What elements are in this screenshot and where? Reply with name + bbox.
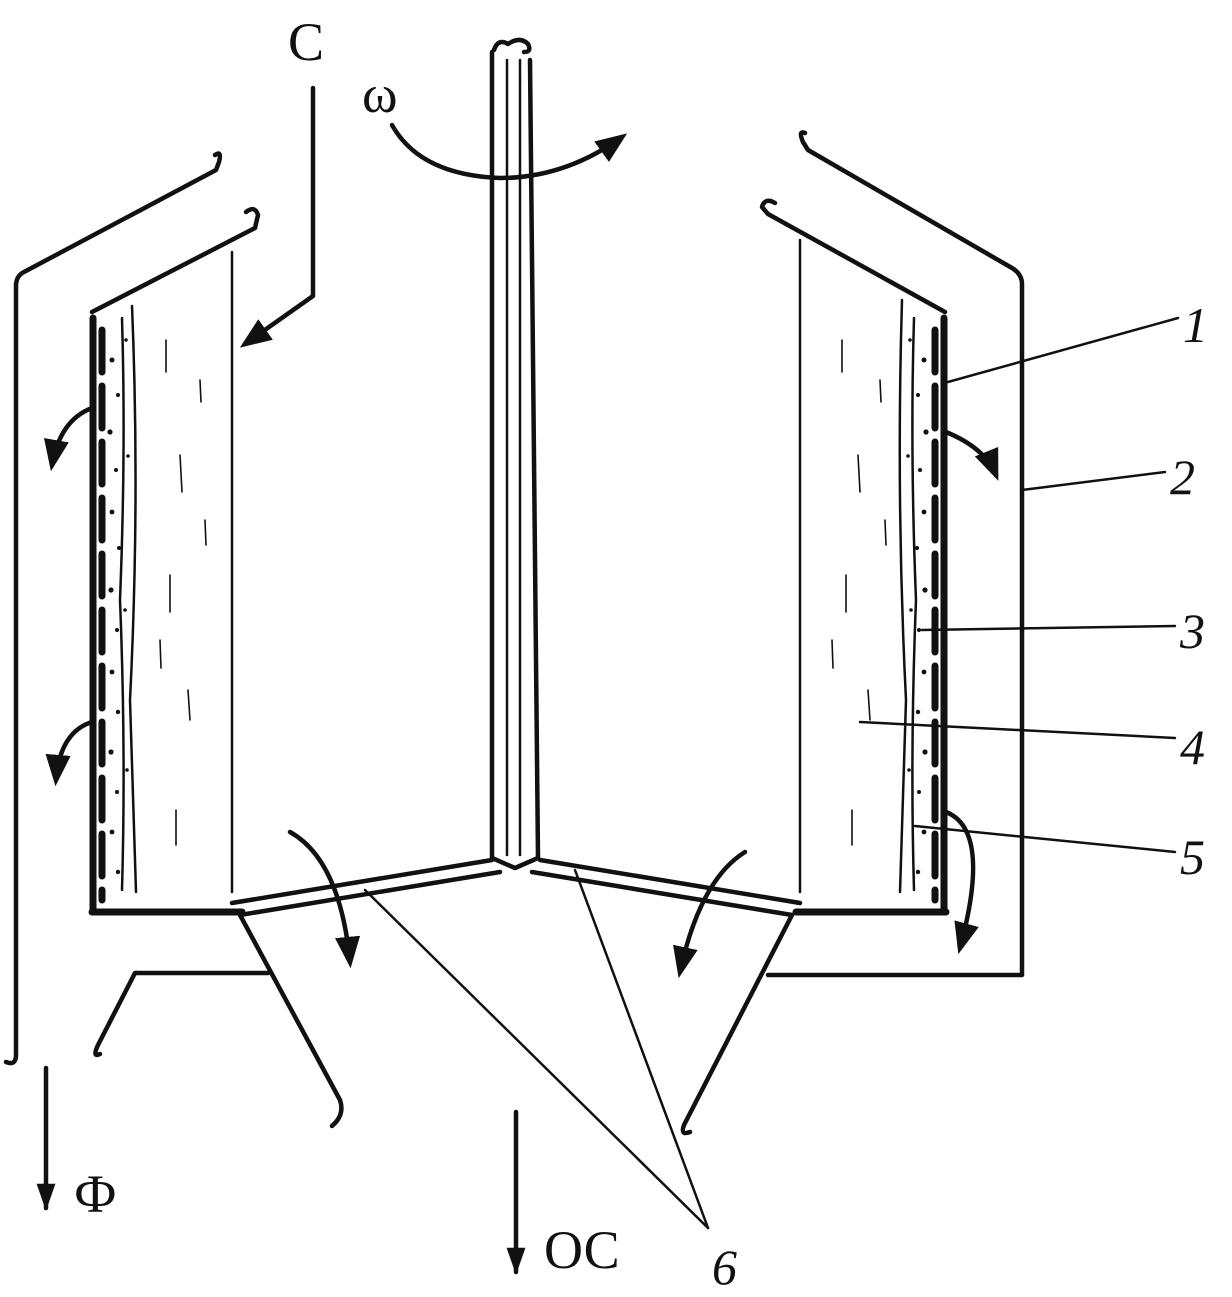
outer-casing: [3, 130, 1025, 1066]
feed-label: C: [288, 12, 324, 72]
left-filtrate-arrow-upper: [44, 405, 95, 472]
right-filtrate-arrow-upper: [943, 429, 999, 481]
feed-arrow: [239, 85, 316, 348]
left-filtrate-arrow-lower: [45, 719, 95, 787]
flow-arrows: [36, 85, 999, 1275]
callout-3: 3: [1179, 603, 1205, 659]
callout-1: 1: [1183, 297, 1208, 353]
support-legs: [237, 912, 795, 1136]
leader-lines: [363, 316, 1180, 1230]
sediment-label: ОС: [544, 1220, 620, 1280]
callout-2: 2: [1170, 449, 1195, 505]
right-filtrate-arrow-lower: [943, 809, 979, 955]
rotation-arrow: [389, 122, 628, 181]
shaft: [489, 37, 541, 871]
left-cloth-texture: [107, 338, 207, 875]
left-sediment-arrow: [287, 829, 361, 969]
rotation-label: ω: [362, 64, 398, 124]
callout-6: 6: [712, 1239, 737, 1295]
right-cloth-texture: [831, 338, 929, 875]
right-basket-wall: [759, 198, 950, 916]
callout-4: 4: [1180, 719, 1205, 775]
filtrate-label: Ф: [74, 1164, 117, 1224]
right-sediment-arrow: [673, 849, 748, 979]
left-basket-wall: [88, 206, 261, 916]
callout-5: 5: [1180, 829, 1205, 885]
